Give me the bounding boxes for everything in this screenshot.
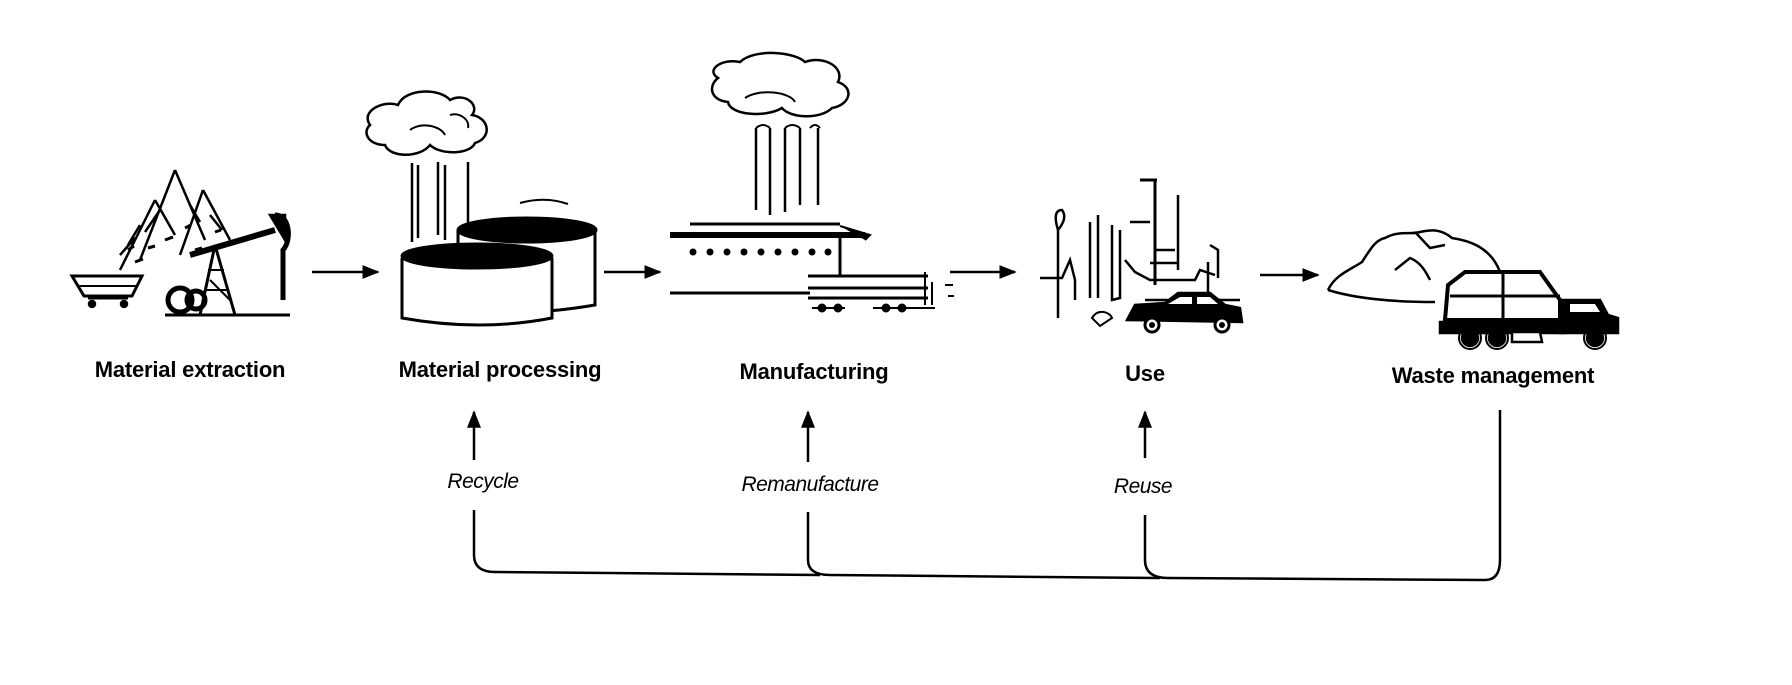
city-car-icon xyxy=(1040,178,1244,334)
stage-label-processing: Material processing xyxy=(398,357,602,382)
stage-label-use: Use xyxy=(1125,361,1165,386)
stage-label-waste: Waste management xyxy=(1391,363,1595,388)
stage-label-manufacturing: Manufacturing xyxy=(739,359,889,384)
flow-arrows xyxy=(312,265,1320,282)
factory-icon xyxy=(670,51,954,313)
storage-tanks-icon xyxy=(365,90,598,327)
loop-remanufacture xyxy=(806,512,1161,580)
oil-pump-trees-icon xyxy=(69,169,291,317)
landfill-truck-icon xyxy=(1326,229,1620,350)
stage-label-extraction: Material extraction xyxy=(94,357,286,382)
loop-label-remanufacture: Remanufacture xyxy=(741,473,879,496)
loop-label-recycle: Recycle xyxy=(447,470,519,493)
loop-label-reuse: Reuse xyxy=(1113,475,1173,498)
loop-reuse xyxy=(1143,410,1502,582)
loop-recycle xyxy=(472,510,821,577)
return-loops xyxy=(467,410,1502,582)
